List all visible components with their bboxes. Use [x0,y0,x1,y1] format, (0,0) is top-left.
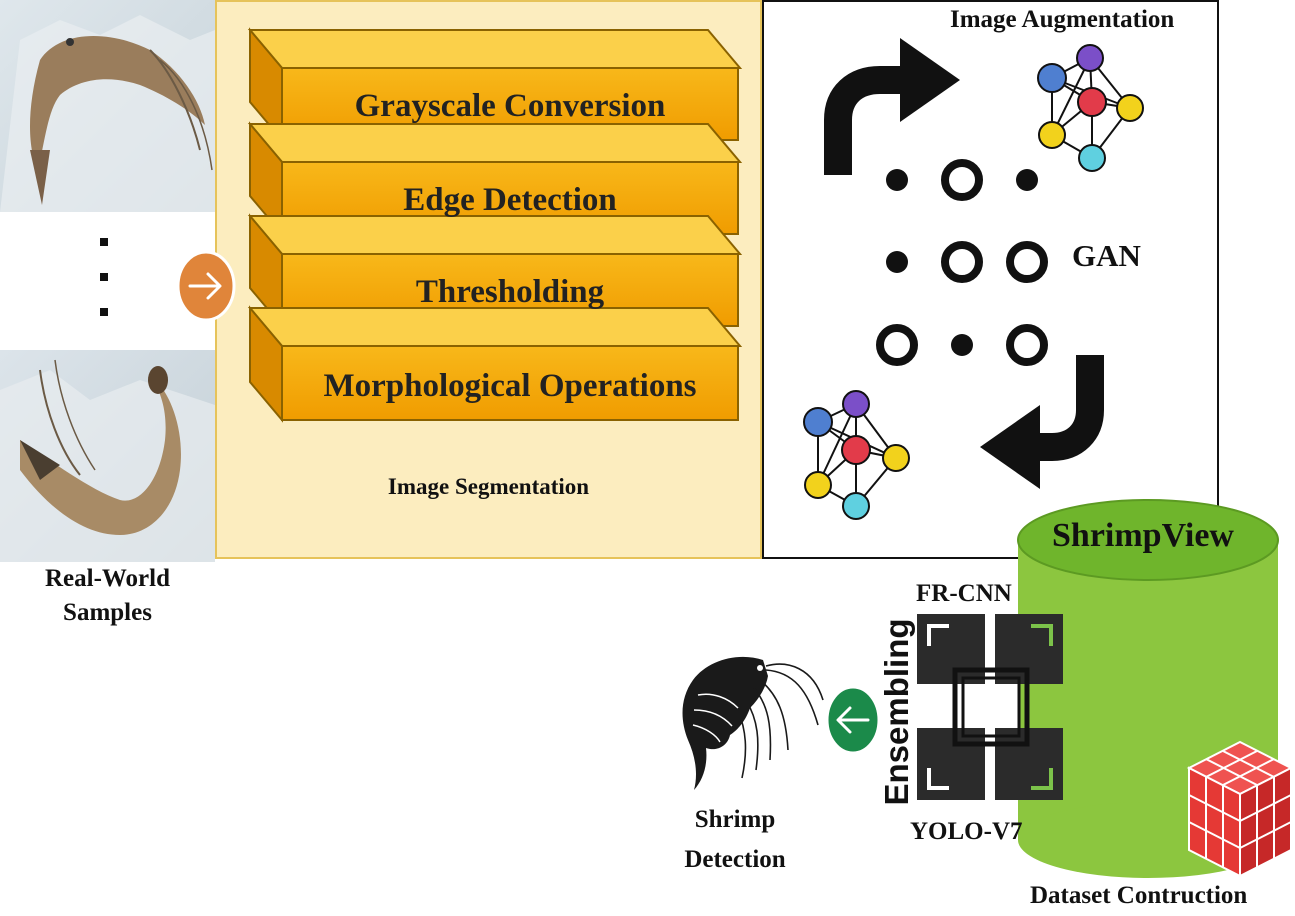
ensemble-models-diagram [917,614,1063,800]
neural-network-icon [803,390,910,520]
step-edge-detection: Edge Detection [403,181,617,218]
shrimp-photo-bottom [0,350,215,562]
yolo-v7-label: YOLO-V7 [910,818,1023,845]
image-segmentation-label: Image Segmentation [387,474,590,499]
shrimp-detection-label: Shrimp Detection [660,800,810,880]
detection-label-line1: Shrimp [694,806,776,833]
dataset-construction-label: Dataset Contruction [1030,882,1248,909]
shrimp-photo-top [0,0,215,212]
gan-diagram [803,38,1144,520]
samples-label-line2: Samples [63,599,152,626]
ellipsis-dot [100,238,108,246]
cube-grid-icon [1186,740,1294,878]
ellipsis-dot [100,308,108,316]
green-arrow-icon [825,685,881,755]
step-morphological-operations: Morphological Operations [323,367,697,404]
ellipsis-dot [100,273,108,281]
orange-arrow-icon [176,250,236,322]
step-box-grayscale [247,27,743,143]
step-thresholding: Thresholding [415,273,605,310]
neural-network-icon [1037,44,1144,172]
step-grayscale-conversion: Grayscale Conversion [354,87,666,124]
segmentation-steps-stack [247,27,743,423]
shrimpview-dataset-label: ShrimpView [1052,517,1234,554]
shrimp-icon [682,656,824,790]
gan-label: GAN [1072,238,1141,273]
ensembling-label: Ensembling [878,618,915,806]
curved-arrow-icon [824,38,960,175]
real-world-samples-label: Real-World Samples [0,562,215,630]
fr-cnn-label: FR-CNN [916,580,1012,607]
image-augmentation-label: Image Augmentation [950,6,1175,33]
curved-arrow-icon [980,355,1104,489]
step-box-morphology [247,305,743,423]
gan-node-grid [876,159,1048,366]
detection-label-line2: Detection [684,846,786,873]
samples-label-line1: Real-World [45,565,170,592]
